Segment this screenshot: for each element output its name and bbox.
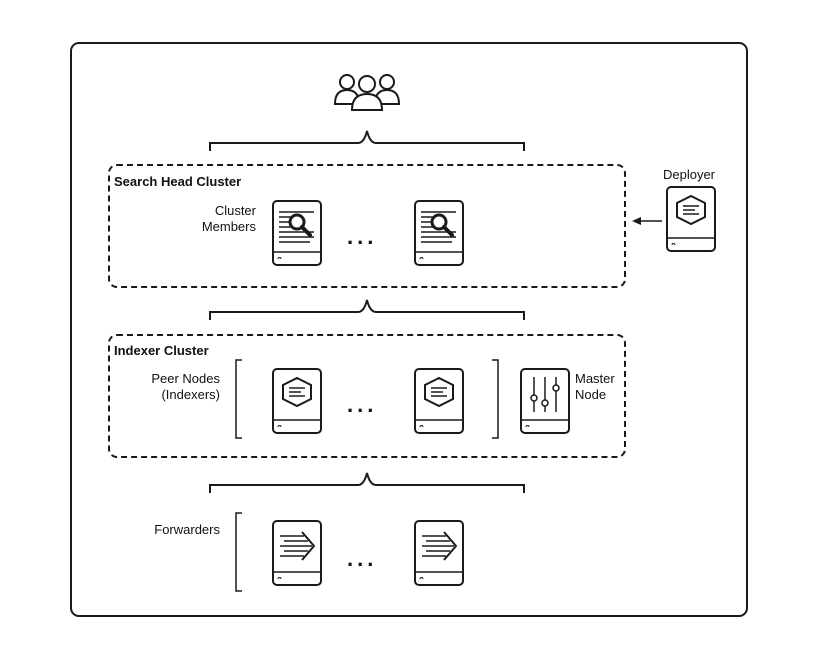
users-icon (333, 74, 401, 111)
brace-indexer (209, 472, 525, 493)
forwarders-label: Forwarders (154, 522, 220, 537)
brace-users (209, 130, 525, 151)
diagram-frame (70, 42, 748, 617)
forwarder-server-icon (272, 520, 322, 586)
forwarder-bracket-left (235, 512, 242, 592)
deployer-arrow (632, 217, 662, 225)
indexer-server-icon (272, 368, 322, 434)
brace-search-head (209, 299, 525, 320)
cluster-members-label: Cluster Members (201, 203, 256, 234)
deployer-label: Deployer (662, 167, 716, 182)
peer-bracket-left (235, 359, 242, 439)
search-head-ellipsis: ... (347, 224, 378, 249)
peer-bracket-right (492, 359, 499, 439)
indexer-cluster-title: Indexer Cluster (114, 343, 209, 358)
indexer-cluster (108, 334, 626, 458)
search-head-cluster (108, 164, 626, 288)
search-head-cluster-title: Search Head Cluster (114, 174, 242, 189)
search-server-icon (414, 200, 464, 266)
indexer-ellipsis: ... (347, 392, 378, 417)
deployer-server-icon (666, 186, 716, 252)
forwarders-ellipsis: ... (347, 546, 378, 571)
indexer-server-icon (414, 368, 464, 434)
peer-nodes-label: Peer Nodes (Indexers) (151, 371, 220, 402)
master-node-label: Master Node (575, 371, 615, 402)
master-node-server-icon (520, 368, 570, 434)
forwarder-server-icon (414, 520, 464, 586)
search-server-icon (272, 200, 322, 266)
